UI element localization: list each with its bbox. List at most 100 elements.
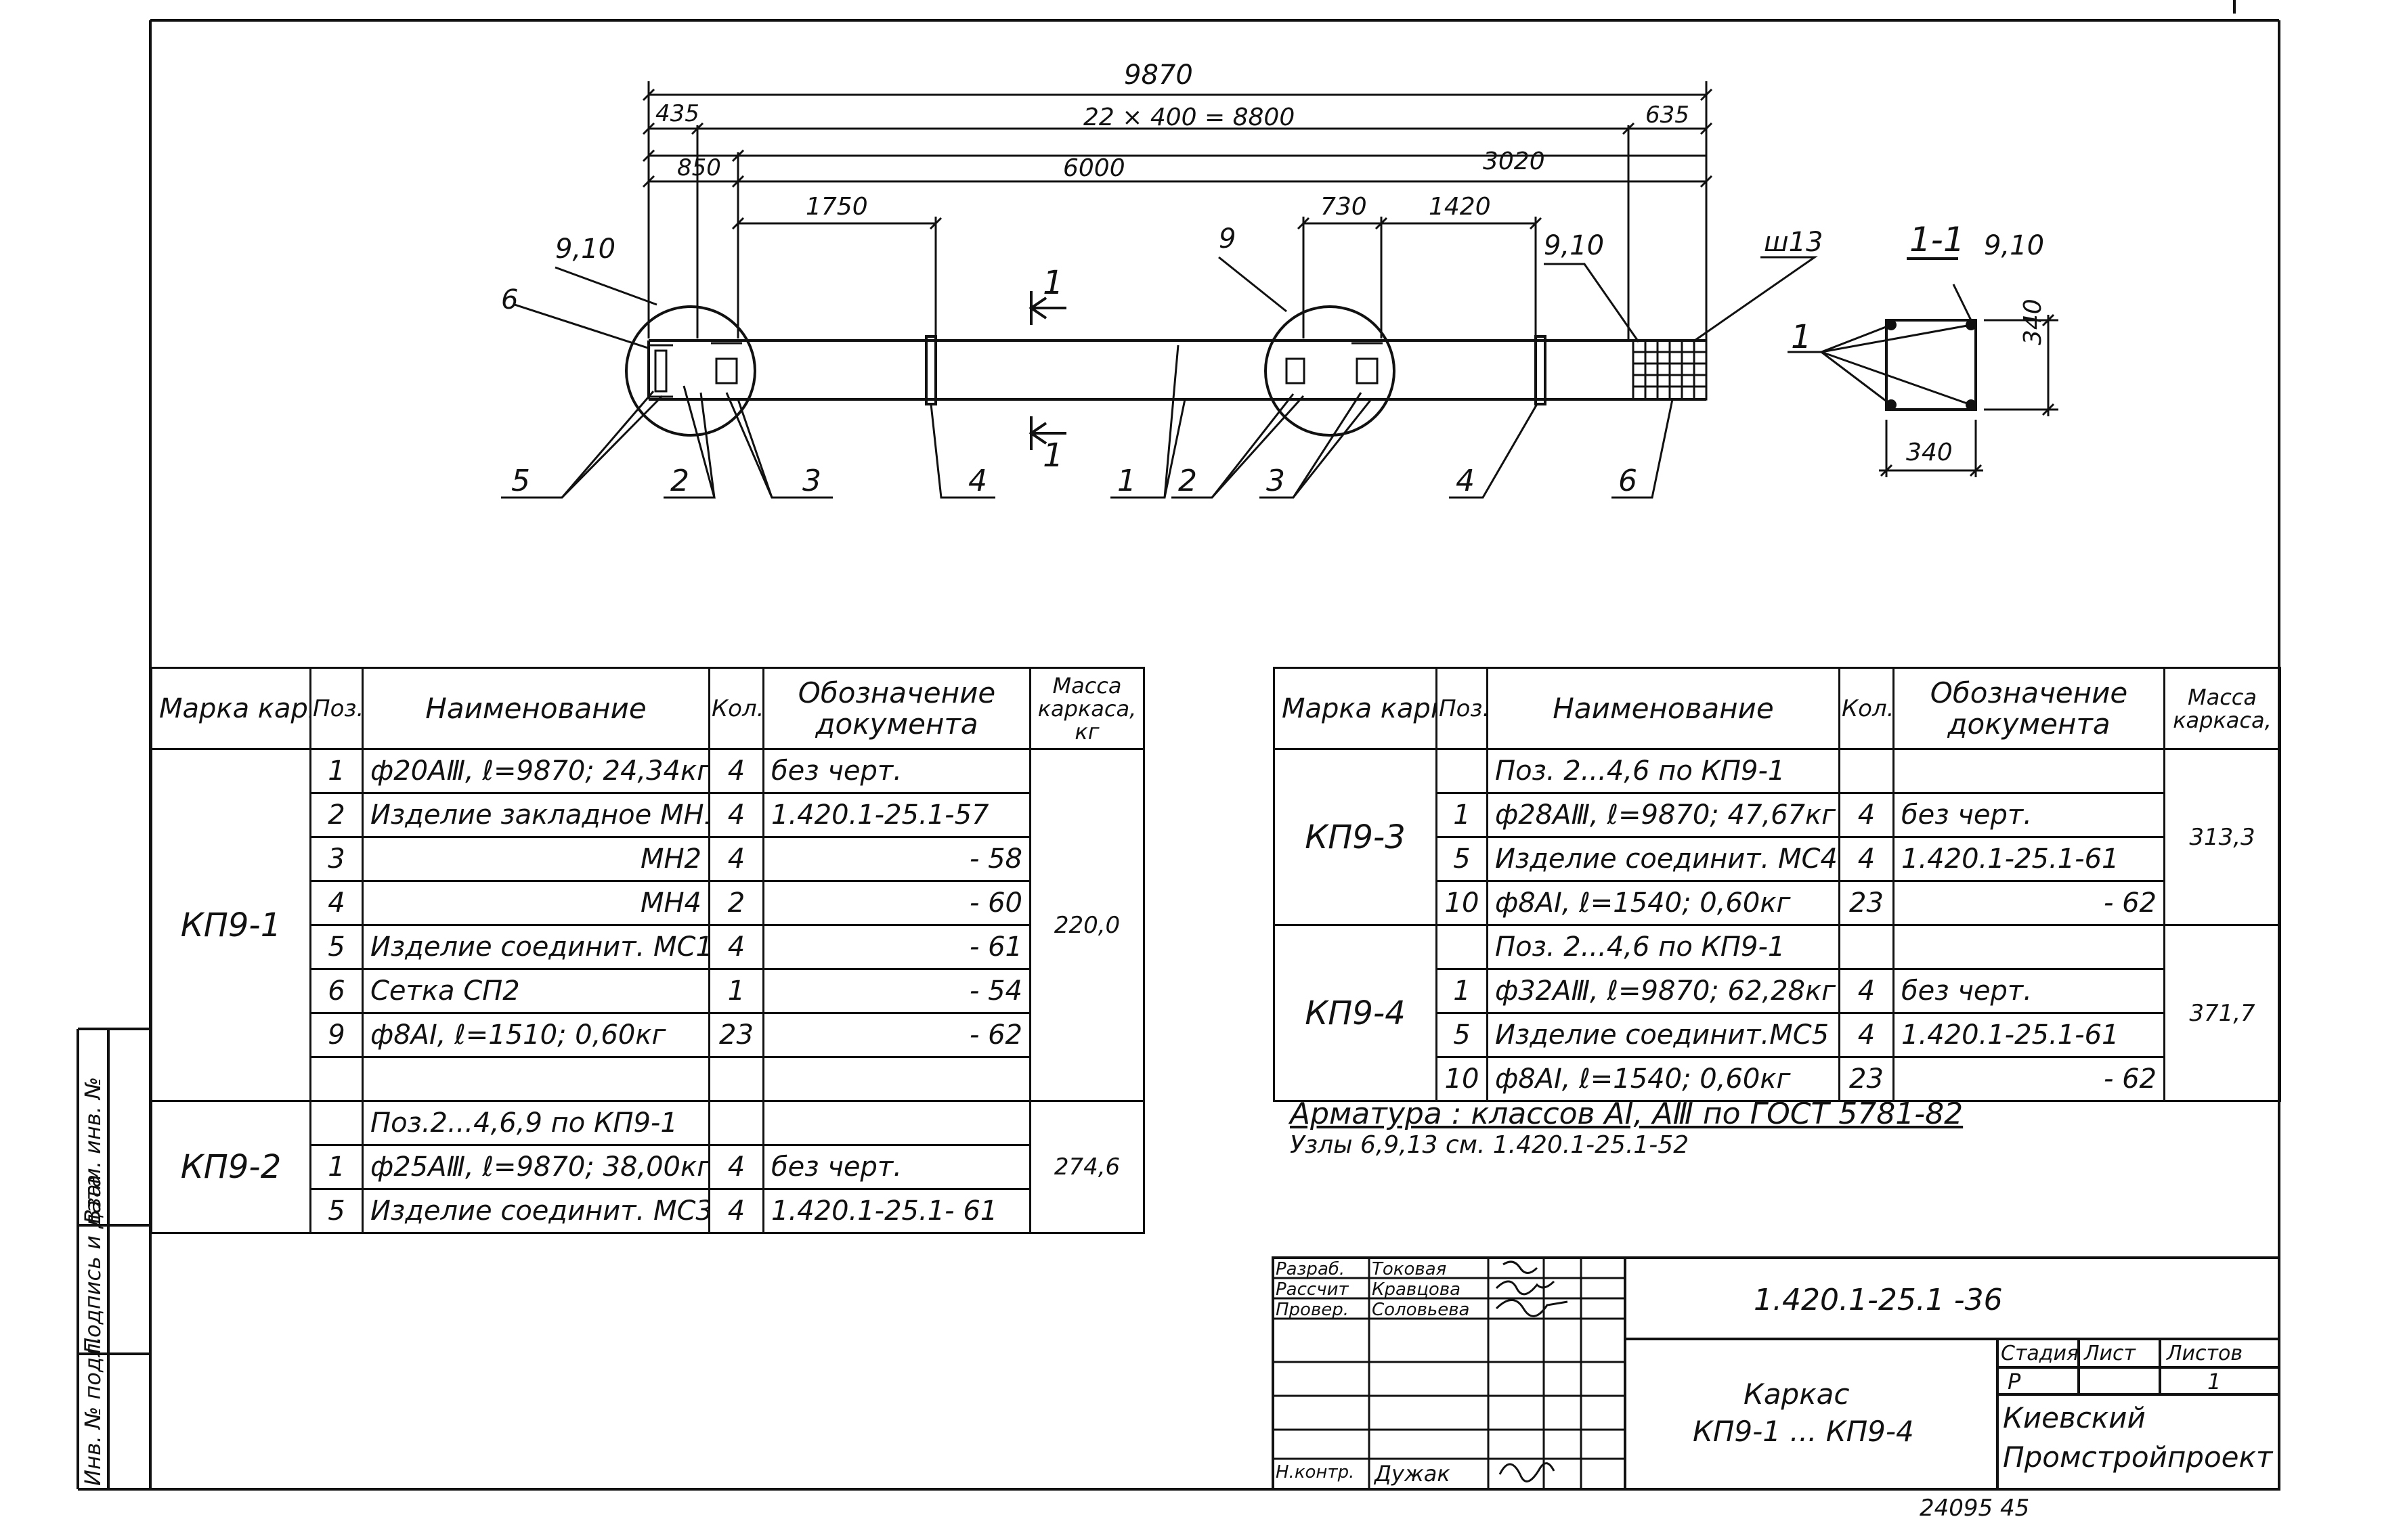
cell-qty: 4 xyxy=(1838,1012,1895,1058)
col-mass: Масса каркаса, кг xyxy=(1029,667,1145,750)
cage-mark: КП9-4 xyxy=(1273,924,1437,1102)
cell-name: Поз.2...4,6,9 по КП9-1 xyxy=(362,1100,710,1146)
cell-name: Изделие закладное МН1 xyxy=(362,792,710,838)
cell-doc: без черт. xyxy=(762,748,1031,794)
role-norm-control: Н.контр. xyxy=(1276,1462,1355,1482)
callout-1: 1 xyxy=(1117,464,1136,498)
callout-6-right: 6 xyxy=(1618,464,1637,498)
cell-qty: 2 xyxy=(708,880,764,926)
stamp-inv-no: Инв. № подл. xyxy=(80,1336,106,1486)
dim-end-right: 635 xyxy=(1645,102,1689,129)
col-qty: Кол. xyxy=(1838,667,1895,750)
note-reinforcement: Арматура : классов АⅠ, АⅢ по ГОСТ 5781-8… xyxy=(1290,1097,1964,1131)
cell-doc xyxy=(762,1056,1031,1102)
cell-doc: - 54 xyxy=(762,968,1031,1014)
cell-qty: 23 xyxy=(1838,1056,1895,1102)
header-row: Марка каркаса Поз. Наименование Кол. Обо… xyxy=(1273,667,2281,750)
cage-elevation xyxy=(625,291,1708,450)
cell-doc: - 62 xyxy=(762,1012,1031,1058)
section-dim-width: 340 xyxy=(1906,439,1953,466)
section-callout-1: 1 xyxy=(1791,318,1812,356)
name-calculated: Кравцова xyxy=(1372,1279,1461,1300)
dim-730: 730 xyxy=(1320,193,1367,221)
cell-qty: 4 xyxy=(708,924,764,970)
cell-pos xyxy=(309,1100,364,1146)
cell-qty: 23 xyxy=(1838,880,1895,926)
cell-qty: 1 xyxy=(708,968,764,1014)
section-dim-height: 340 xyxy=(2019,299,2047,345)
col-name: Наименование xyxy=(1486,667,1840,750)
sheet-label: Лист xyxy=(2084,1342,2136,1365)
callout-5: 5 xyxy=(511,464,530,498)
cell-doc: - 58 xyxy=(762,836,1031,882)
cell-name: ф8АⅠ, ℓ=1540; 0,60кг xyxy=(1486,1056,1840,1102)
cell-pos: 6 xyxy=(309,968,364,1014)
cage-mark: КП9-1 xyxy=(150,748,311,1102)
note-nodes: Узлы 6,9,13 см. 1.420.1-25.1-52 xyxy=(1290,1131,1689,1159)
cut-mark-top: 1 xyxy=(1043,264,1064,302)
role-calculated: Рассчит xyxy=(1276,1279,1349,1300)
col-doc: Обозначение документа xyxy=(1892,667,2165,750)
cell-doc: без черт. xyxy=(762,1144,1031,1190)
name-checked: Соловьева xyxy=(1372,1300,1470,1320)
cell-doc xyxy=(1892,748,2165,794)
signatures xyxy=(1495,1260,1568,1482)
cell-qty: 4 xyxy=(1838,836,1895,882)
cage-mark: КП9-3 xyxy=(1273,748,1437,926)
name-developer: Токовая xyxy=(1372,1259,1447,1279)
cell-doc: - 62 xyxy=(1892,880,2165,926)
section-callout-9-10: 9,10 xyxy=(1984,230,2045,261)
cell-name: ф32АⅢ, ℓ=9870; 62,28кг xyxy=(1486,968,1840,1014)
header-row: Марка каркаса Поз. Наименование Кол. Обо… xyxy=(150,667,1145,750)
cage-mass: 371,7 xyxy=(2163,924,2281,1102)
cell-qty: 4 xyxy=(1838,968,1895,1014)
cage-mass: 313,3 xyxy=(2163,748,2281,926)
cell-pos: 1 xyxy=(1435,792,1488,838)
cell-qty: 4 xyxy=(708,748,764,794)
cell-doc: 1.420.1-25.1-61 xyxy=(1892,1012,2165,1058)
sheets-value: 1 xyxy=(2207,1369,2222,1394)
cell-doc: без черт. xyxy=(1892,968,2165,1014)
cell-qty: 4 xyxy=(1838,792,1895,838)
cell-qty xyxy=(1838,748,1895,794)
col-mass: Масса каркаса, xyxy=(2163,667,2281,750)
cell-name: ф28АⅢ, ℓ=9870; 47,67кг xyxy=(1486,792,1840,838)
cell-qty xyxy=(1838,924,1895,970)
cell-qty: 4 xyxy=(708,1144,764,1190)
col-doc: Обозначение документа xyxy=(762,667,1031,750)
cell-name: Поз. 2...4,6 по КП9-1 xyxy=(1486,924,1840,970)
cell-qty: 23 xyxy=(708,1012,764,1058)
col-qty: Кол. xyxy=(708,667,764,750)
callout-3-right: 3 xyxy=(1266,464,1285,498)
dim-850: 850 xyxy=(677,154,721,181)
table-row: КП9-3 Поз. 2...4,6 по КП9-1 313,3 xyxy=(1273,748,2281,926)
stage-value: Р xyxy=(2008,1369,2021,1394)
doc-code: 1.420.1-25.1 -36 xyxy=(1754,1283,2003,1317)
cell-doc: - 62 xyxy=(1892,1056,2165,1102)
col-pos: Поз. xyxy=(309,667,364,750)
cell-doc: 1.420.1-25.1-57 xyxy=(762,792,1031,838)
cell-pos: 3 xyxy=(309,836,364,882)
stage-label: Стадия xyxy=(2001,1342,2079,1365)
title-line-2: КП9-1 ... КП9-4 xyxy=(1693,1415,1914,1448)
cell-qty: 4 xyxy=(708,792,764,838)
cell-qty xyxy=(708,1100,764,1146)
cell-name xyxy=(362,1056,710,1102)
table-row: КП9-4 Поз. 2...4,6 по КП9-1 371,7 xyxy=(1273,924,2281,1102)
cell-doc: - 60 xyxy=(762,880,1031,926)
cell-name: Изделие соединит. МС1 xyxy=(362,924,710,970)
cage-mass: 220,0 xyxy=(1029,748,1145,1102)
cell-name: Поз. 2...4,6 по КП9-1 xyxy=(1486,748,1840,794)
dim-1420: 1420 xyxy=(1429,193,1491,221)
